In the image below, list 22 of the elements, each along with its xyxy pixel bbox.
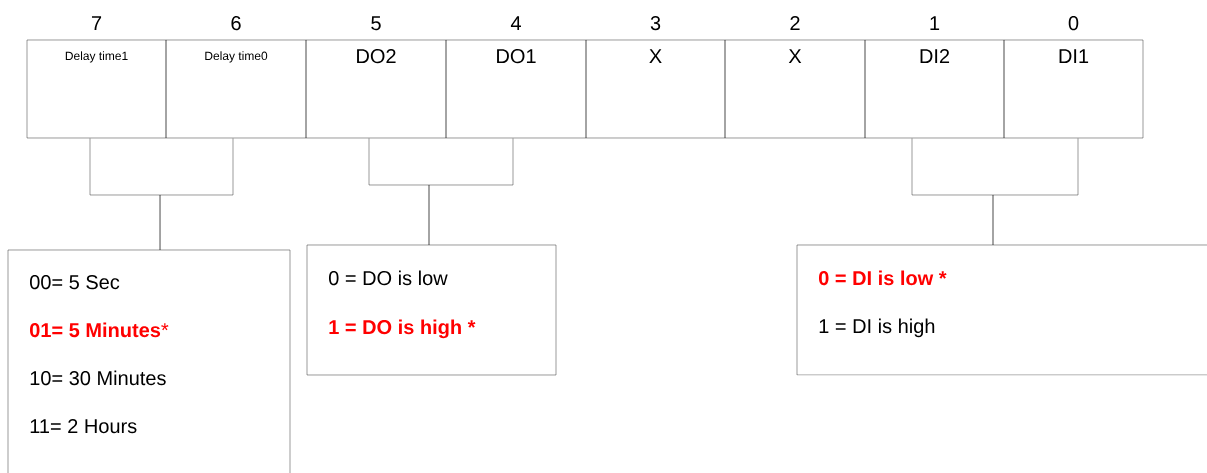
register-cell: Delay time0 [165, 39, 307, 139]
bracket-connector [992, 138, 1079, 246]
bracket-connector [159, 138, 234, 251]
register-cell: DO2 [305, 39, 447, 139]
register-cell: X [585, 39, 726, 139]
bit-number: 2 [790, 16, 800, 30]
bit-number: 1 [930, 16, 940, 30]
bit-number: 4 [510, 16, 521, 30]
value-box: 00= 5 Sec 01= 5 Minutes* 10= 30 Minutes 11= 2 Hours [7, 249, 291, 473]
register-cell: DI1 [1003, 39, 1144, 139]
bit-number: 6 [231, 16, 241, 31]
bit-number: 7 [91, 16, 102, 30]
bit-number: 5 [371, 16, 381, 31]
bit-number: 3 [650, 16, 661, 31]
bracket-connector [428, 138, 514, 246]
register-cell: X [724, 39, 866, 139]
register-cell: DO1 [445, 39, 587, 139]
register-cell: DI2 [864, 39, 1005, 139]
bit-number: 0 [1068, 16, 1079, 31]
value-box: 0 = DO is low 1 = DO is high * [306, 244, 557, 376]
value-box: 0 = DI is low * 1 = DI is high [796, 244, 1207, 376]
register-cell: Delay time1 [26, 39, 167, 139]
